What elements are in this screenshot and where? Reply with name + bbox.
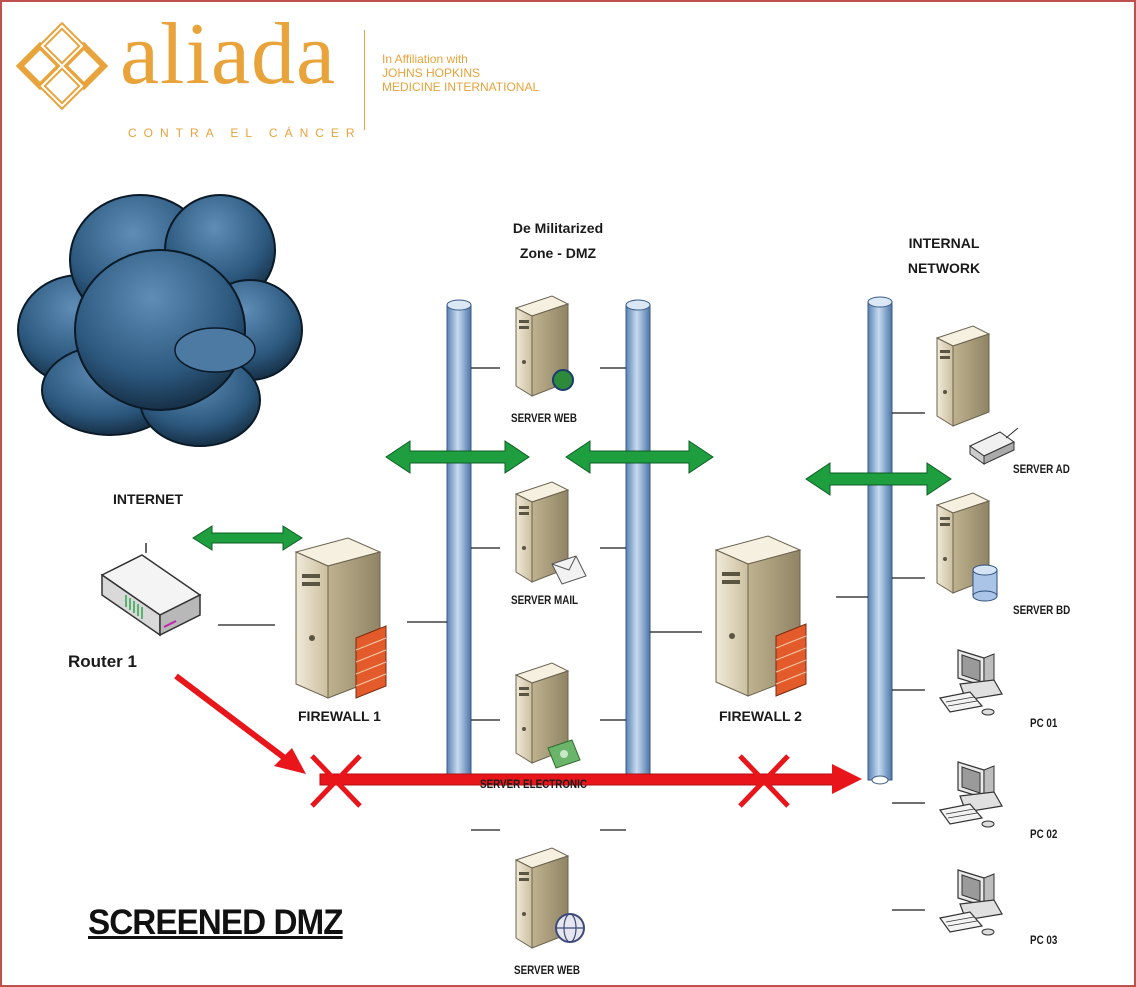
firewall-1-icon (295, 537, 387, 699)
pc-02-label: PC 02 (1030, 827, 1058, 841)
pc-02-icon (939, 761, 1003, 828)
server-web-bottom-label: SERVER WEB (514, 963, 580, 977)
dmz-title-line-1: De Militarized (512, 220, 604, 236)
pc-03-icon (939, 869, 1003, 936)
database-icon (972, 564, 998, 602)
diagram-title: SCREENED DMZ (88, 903, 344, 942)
pc-03-label: PC 03 (1030, 933, 1058, 947)
server-ad-label: SERVER AD (1013, 462, 1070, 476)
firewall-2-icon (715, 535, 807, 697)
mail-icon (551, 555, 587, 585)
arrow-internet-firewall (192, 525, 303, 551)
affiliation-line-3: MEDICINE INTERNATIONAL (382, 80, 540, 94)
cloud-icon (17, 194, 303, 447)
firewall-1-label: FIREWALL 1 (298, 708, 381, 724)
arrow-dmz-left (385, 440, 530, 474)
internal-network-title-line-2: NETWORK (907, 260, 981, 276)
server-electronic-label: SERVER ELECTRONIC (480, 777, 587, 791)
aliada-logo-icon (15, 21, 109, 111)
internal-network-title-line-1: INTERNAL (908, 235, 980, 251)
dmz-title-line-2: Zone - DMZ (519, 245, 597, 261)
globe-icon (552, 369, 574, 391)
internet-label: INTERNET (113, 491, 183, 507)
allowed-traffic-arrows (192, 440, 952, 551)
server-bd-label: SERVER BD (1013, 603, 1071, 617)
pc-01-label: PC 01 (1030, 716, 1058, 730)
pc-01-icon (939, 649, 1003, 716)
firewall-2-label: FIREWALL 2 (719, 708, 802, 724)
router-small-icon (969, 427, 1019, 465)
logo-divider (364, 30, 365, 130)
server-web-top-label: SERVER WEB (511, 411, 577, 425)
router-icon (100, 543, 202, 637)
dmz-bus-right (625, 299, 651, 785)
internal-bus (867, 296, 893, 785)
server-ad-icon (936, 325, 990, 427)
globe-icon (555, 913, 585, 943)
connection-lines (218, 367, 925, 911)
dmz-bus-left (446, 299, 472, 785)
brand-tagline: CONTRA EL CÁNCER (128, 126, 362, 140)
blocked-traffic (174, 673, 862, 808)
brand-name: aliada (120, 6, 337, 103)
arrow-dmz-right (565, 440, 714, 474)
server-mail-label: SERVER MAIL (511, 593, 579, 607)
affiliation-line-2: JOHNS HOPKINS (382, 66, 481, 80)
money-icon (547, 739, 581, 769)
arrow-internal (805, 462, 952, 496)
affiliation-line-1: In Affiliation with (382, 52, 468, 66)
router-label: Router 1 (68, 652, 137, 671)
